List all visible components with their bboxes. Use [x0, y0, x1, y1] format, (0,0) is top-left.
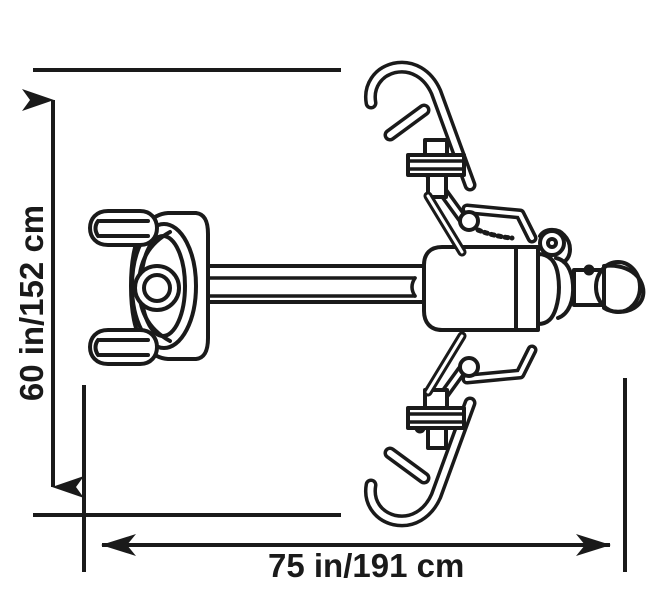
horizontal-dimension-label: 75 in/191 cm	[268, 547, 465, 584]
machine-outline	[88, 60, 646, 528]
lower-arm-assembly	[363, 331, 538, 528]
pivot-hub-lower	[406, 388, 466, 450]
front-stabilizer-foot-lower	[88, 328, 159, 366]
upper-arm-assembly	[363, 60, 538, 257]
rear-stabilizer-foot	[572, 260, 646, 314]
extension-lines	[33, 68, 627, 572]
dimension-lines	[22, 89, 611, 556]
pivot-hub-upper	[406, 138, 466, 199]
flywheel-housing	[129, 211, 210, 361]
main-frame-tube	[194, 264, 426, 304]
vertical-dimension-label: 60 in/152 cm	[13, 204, 50, 402]
front-stabilizer-foot-upper	[88, 209, 159, 247]
